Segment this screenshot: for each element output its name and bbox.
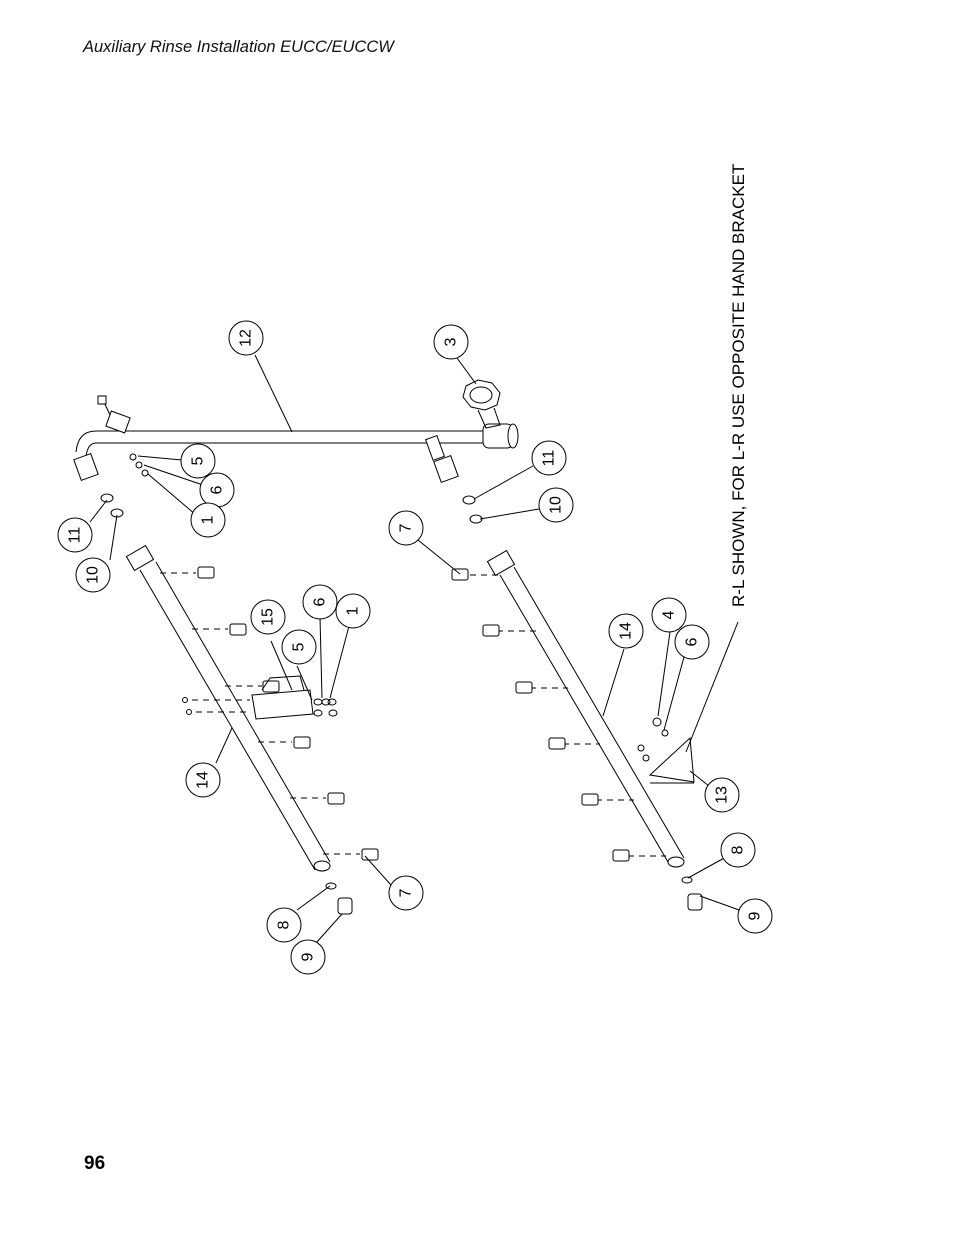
svg-text:9: 9	[747, 911, 764, 920]
callout-14: 14	[608, 613, 644, 649]
svg-text:5: 5	[291, 642, 308, 651]
svg-text:10: 10	[548, 496, 565, 514]
page-title: Auxiliary Rinse Installation EUCC/EUCCW	[83, 38, 394, 56]
svg-text:6: 6	[209, 485, 226, 494]
svg-text:8: 8	[730, 845, 747, 854]
callout-13: 13	[704, 777, 740, 813]
callout-8: 8	[720, 832, 756, 868]
svg-text:12: 12	[238, 329, 255, 347]
callout-9: 9	[290, 939, 326, 975]
callout-7: 7	[388, 510, 424, 546]
svg-text:8: 8	[276, 920, 293, 929]
svg-text:11: 11	[541, 450, 558, 467]
svg-text:10: 10	[85, 566, 102, 584]
leader-lines	[89, 354, 743, 944]
page-number: 96	[84, 1153, 106, 1174]
callout-1: 1	[190, 502, 226, 538]
svg-text:7: 7	[398, 888, 415, 897]
left-nozzle-tips	[197, 566, 379, 861]
svg-text:14: 14	[195, 771, 212, 789]
svg-text:5: 5	[190, 456, 207, 465]
callout-9: 9	[737, 898, 773, 934]
right-spray-tube	[486, 549, 703, 911]
callout-4: 4	[651, 597, 687, 633]
left-bracket	[182, 675, 338, 720]
right-drop-fittings	[424, 434, 483, 524]
right-nozzle-tips	[451, 568, 630, 862]
orientation-note: R-L SHOWN, FOR L-R USE OPPOSITE HAND BRA…	[729, 164, 748, 607]
callout-14: 14	[185, 762, 221, 798]
callout-11: 11	[57, 517, 93, 553]
svg-text:4: 4	[661, 610, 678, 619]
callout-5: 5	[180, 443, 216, 479]
svg-text:11: 11	[67, 527, 84, 544]
svg-text:6: 6	[684, 637, 701, 646]
svg-text:1: 1	[345, 606, 362, 615]
jam-nut	[462, 379, 501, 429]
callout-6: 6	[674, 624, 710, 660]
callout-balloons: 12 3 5 6 1 11 10 11	[57, 320, 773, 975]
callout-12: 12	[228, 320, 264, 356]
svg-text:7: 7	[398, 523, 415, 532]
svg-text:1: 1	[200, 515, 217, 524]
callout-6: 6	[302, 584, 338, 620]
callout-7: 7	[388, 875, 424, 911]
callout-5: 5	[281, 629, 317, 665]
left-spray-tube	[125, 544, 353, 915]
callout-3: 3	[433, 324, 469, 360]
svg-text:9: 9	[300, 952, 317, 961]
svg-text:13: 13	[714, 786, 731, 804]
svg-text:6: 6	[312, 597, 329, 606]
callout-1: 1	[335, 593, 371, 629]
svg-text:3: 3	[443, 337, 460, 346]
right-nozzles	[470, 574, 666, 857]
callout-15: 15	[250, 599, 286, 635]
svg-text:14: 14	[618, 622, 635, 640]
left-elbow-fittings	[73, 395, 149, 518]
callout-10: 10	[538, 487, 574, 523]
callout-6: 6	[199, 472, 235, 508]
callout-10: 10	[75, 557, 111, 593]
left-nozzles	[160, 572, 360, 855]
supply-pipe	[75, 423, 519, 457]
callout-8: 8	[266, 907, 302, 943]
svg-text:15: 15	[260, 608, 277, 626]
callout-11: 11	[531, 440, 567, 476]
